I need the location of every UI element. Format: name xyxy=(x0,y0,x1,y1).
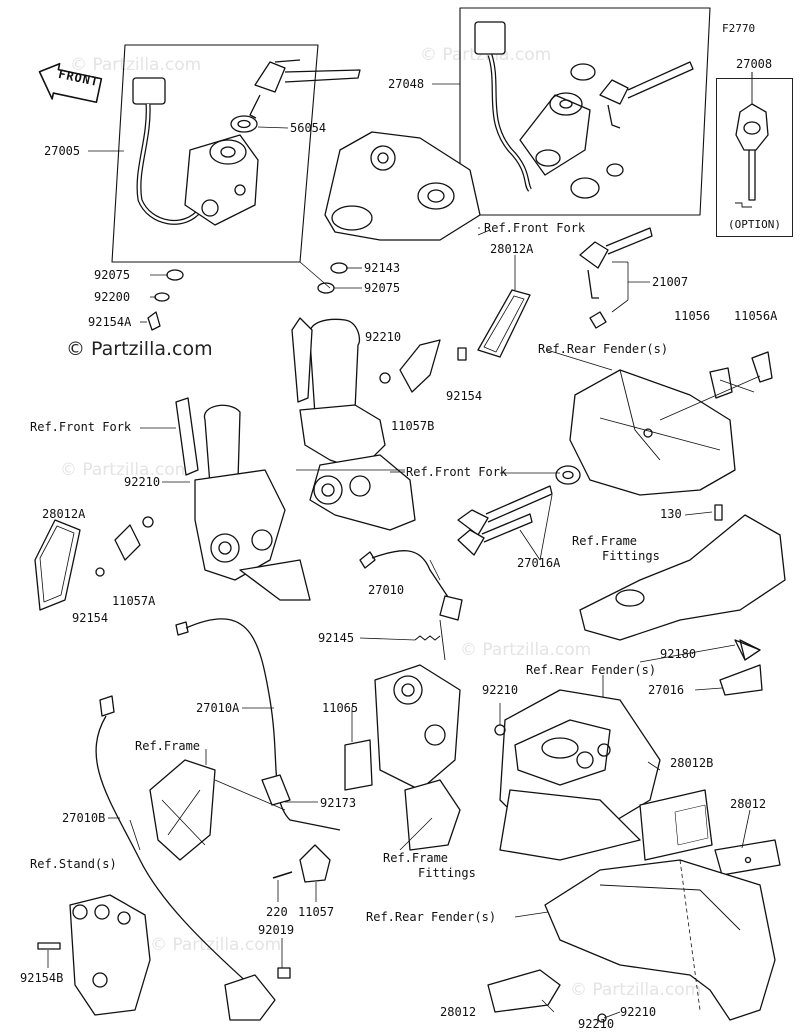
part-label-11056a[interactable]: 11056A xyxy=(734,309,778,323)
part-label-92154b[interactable]: 92154B xyxy=(20,971,64,985)
ref-label-frame: Ref.Frame xyxy=(572,534,638,548)
part-label-92154[interactable]: 92154 xyxy=(72,611,109,625)
copyright-text: © Partzilla.com xyxy=(66,338,213,360)
watermark: © Partzilla.com xyxy=(60,460,192,480)
watermark: © Partzilla.com xyxy=(420,45,552,65)
lock-set-group-box xyxy=(459,7,711,216)
key xyxy=(599,79,629,105)
ref-label-front-fork: Ref.Front Fork xyxy=(30,420,132,434)
watermark: © Partzilla.com xyxy=(460,640,592,660)
ignition-switch xyxy=(519,94,591,176)
part-label-92210[interactable]: 92210 xyxy=(365,330,402,344)
figure-code: F2770 xyxy=(722,22,756,35)
key xyxy=(457,509,489,536)
part-label-28012a[interactable]: 28012A xyxy=(42,507,86,521)
fork-lower-bracket xyxy=(194,469,286,581)
watermark: © Partzilla.com xyxy=(70,55,202,75)
ref-label-rear-fender: Ref.Rear Fender(s) xyxy=(538,342,669,356)
switch xyxy=(344,739,373,791)
part-label-92173[interactable]: 92173 xyxy=(320,796,357,810)
part-label-11065[interactable]: 11065 xyxy=(322,701,359,715)
part-label-92200[interactable]: 92200 xyxy=(94,290,131,304)
part-label-220[interactable]: 220 xyxy=(266,905,288,919)
stand-switch xyxy=(224,974,276,1021)
front-direction-arrow xyxy=(38,62,103,104)
ref-label-stand: Ref.Stand(s) xyxy=(30,857,117,871)
key xyxy=(254,61,286,93)
ref-label-rear-fender: Ref.Rear Fender(s) xyxy=(366,910,497,924)
part-label-11056[interactable]: 11056 xyxy=(674,309,711,323)
ref-label-fittings: Fittings xyxy=(602,549,660,563)
part-label-27048[interactable]: 27048 xyxy=(388,77,425,91)
reflector xyxy=(487,969,561,1013)
side-stand xyxy=(69,894,151,1016)
seat-lock xyxy=(555,465,581,485)
part-label-28012a[interactable]: 28012A xyxy=(490,242,534,256)
part-label-27010b[interactable]: 27010B xyxy=(62,811,106,825)
part-label-28012[interactable]: 28012 xyxy=(440,1005,477,1019)
part-label-11057b[interactable]: 11057B xyxy=(391,419,435,433)
fork-tube xyxy=(308,318,361,416)
reflector xyxy=(477,289,531,358)
option-label: (OPTION) xyxy=(728,218,781,231)
ref-label-frame: Ref.Frame xyxy=(135,739,201,753)
lower-bracket xyxy=(309,454,416,531)
part-label-27010[interactable]: 27010 xyxy=(368,583,405,597)
fork-tube xyxy=(204,404,241,486)
connector xyxy=(132,77,166,105)
key xyxy=(579,241,609,269)
ref-label-frame: Ref.Frame xyxy=(383,851,449,865)
part-label-92210[interactable]: 92210 xyxy=(578,1017,615,1031)
option-key xyxy=(735,103,769,151)
ref-label-rear-fender: Ref.Rear Fender(s) xyxy=(526,663,657,677)
part-label-11057a[interactable]: 11057A xyxy=(112,594,156,608)
bracket xyxy=(399,339,441,393)
part-label-11057[interactable]: 11057 xyxy=(298,905,335,919)
part-label-92143[interactable]: 92143 xyxy=(364,261,401,275)
part-label-27016a[interactable]: 27016A xyxy=(517,556,561,570)
part-label-92145[interactable]: 92145 xyxy=(318,631,355,645)
ref-label-front-fork: Ref.Front Fork xyxy=(484,221,586,235)
part-label-92210[interactable]: 92210 xyxy=(482,683,519,697)
part-label-27005[interactable]: 27005 xyxy=(44,144,81,158)
part-label-27008[interactable]: 27008 xyxy=(736,57,773,71)
part-label-130[interactable]: 130 xyxy=(660,507,682,521)
part-label-92210[interactable]: 92210 xyxy=(124,475,161,489)
part-label-92180[interactable]: 92180 xyxy=(660,647,697,661)
option-key-box xyxy=(716,78,793,237)
reflector xyxy=(34,519,81,611)
part-label-92154[interactable]: 92154 xyxy=(446,389,483,403)
watermark: © Partzilla.com xyxy=(570,980,702,1000)
part-label-92154a[interactable]: 92154A xyxy=(88,315,132,329)
frame-cover xyxy=(579,514,786,641)
part-label-92075[interactable]: 92075 xyxy=(364,281,401,295)
part-label-92210[interactable]: 92210 xyxy=(620,1005,657,1019)
rear-fender-lower xyxy=(544,859,776,1021)
part-label-92019[interactable]: 92019 xyxy=(258,923,295,937)
watermark: © Partzilla.com xyxy=(150,935,282,955)
part-label-27016[interactable]: 27016 xyxy=(648,683,685,697)
stand-switch-bracket xyxy=(374,664,461,791)
part-label-28012[interactable]: 28012 xyxy=(730,797,767,811)
ref-label-front-fork: Ref.Front Fork xyxy=(406,465,508,479)
part-label-92075[interactable]: 92075 xyxy=(94,268,131,282)
part-label-21007[interactable]: 21007 xyxy=(652,275,689,289)
part-label-28012b[interactable]: 28012B xyxy=(670,756,714,770)
frame-piece xyxy=(149,759,216,861)
part-label-56054[interactable]: 56054 xyxy=(290,121,327,135)
steering-stem-head xyxy=(324,131,481,241)
ref-label-fittings: Fittings xyxy=(418,866,476,880)
connector xyxy=(474,21,506,55)
part-label-27010a[interactable]: 27010A xyxy=(196,701,240,715)
